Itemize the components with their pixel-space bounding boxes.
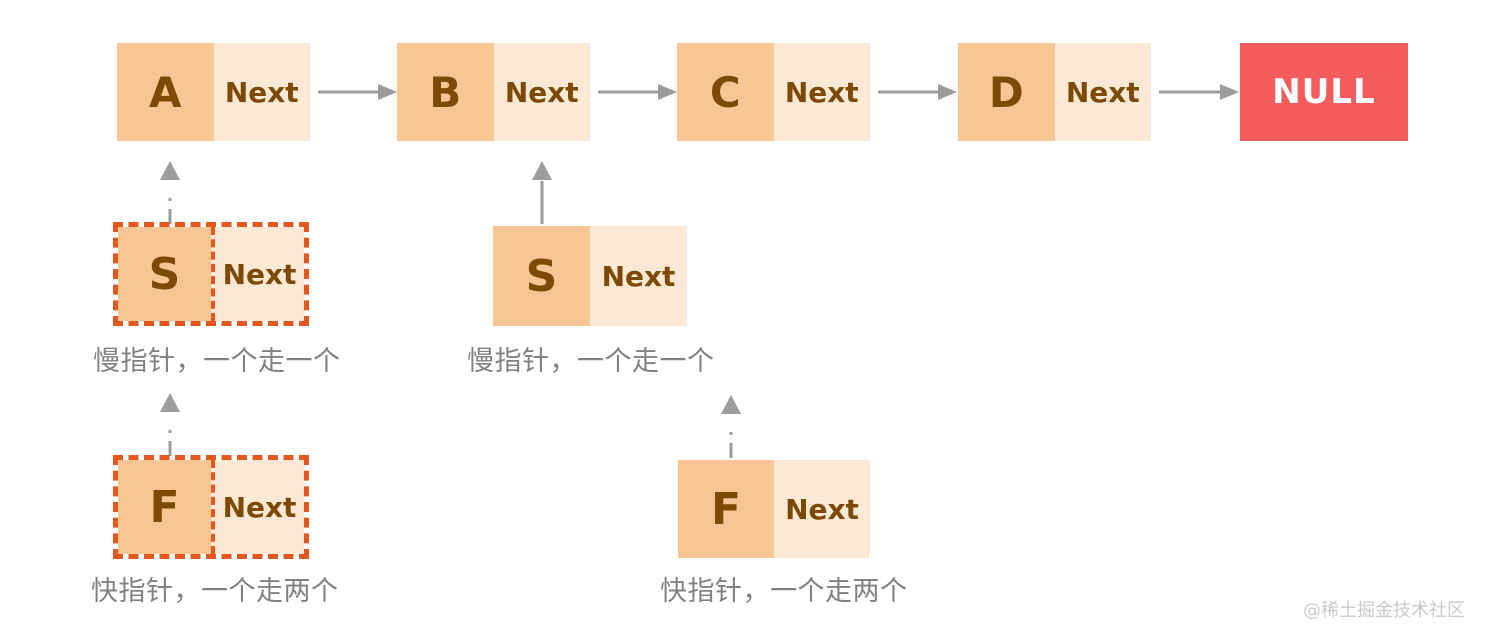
node-value: D [958,43,1055,141]
null-terminator: NULL [1240,43,1408,141]
slow-pointer-caption-2: 慢指针，一个走一个 [467,346,715,377]
fast-pointer-caption-2: 快指针，一个走两个 [660,576,908,607]
fast-current-up-arrow [721,395,741,458]
watermark: @稀土掘金技术社区 [1303,600,1465,621]
pointer-symbol: S [493,226,590,326]
node-next-label: Next [1054,43,1151,141]
node-value: B [397,43,494,141]
arrow-d-to-null [1159,84,1239,100]
node-value: C [677,43,774,141]
slow-pointer-ghost-node: S Next [113,222,309,326]
arrow-c-to-d [878,84,957,100]
pointer-next-label: Next [590,226,687,326]
arrow-a-to-b [318,84,397,100]
fast-pointer-caption-1: 快指针，一个走两个 [91,576,339,607]
pointer-next-label: Next [211,227,304,321]
list-node-a: A Next [117,43,310,141]
node-next-label: Next [213,43,310,141]
slow-pointer-caption-1: 慢指针，一个走一个 [93,346,341,377]
pointer-symbol: F [118,460,211,554]
node-next-label: Next [493,43,590,141]
fast-pointer-current-node: F Next [678,460,870,558]
arrow-b-to-c [598,84,677,100]
fast-pointer-ghost-node: F Next [113,455,309,559]
pointer-symbol: S [118,227,211,321]
pointer-next-label: Next [211,460,304,554]
node-value: A [117,43,214,141]
fast-ghost-up-arrow [160,393,180,456]
slow-ghost-up-arrow [160,161,180,224]
slow-pointer-current-node: S Next [493,226,687,326]
pointer-next-label: Next [774,460,870,558]
list-node-c: C Next [677,43,870,141]
node-next-label: Next [773,43,870,141]
list-node-d: D Next [958,43,1151,141]
slow-current-up-arrow [532,161,552,224]
list-node-b: B Next [397,43,590,141]
pointer-symbol: F [678,460,774,558]
